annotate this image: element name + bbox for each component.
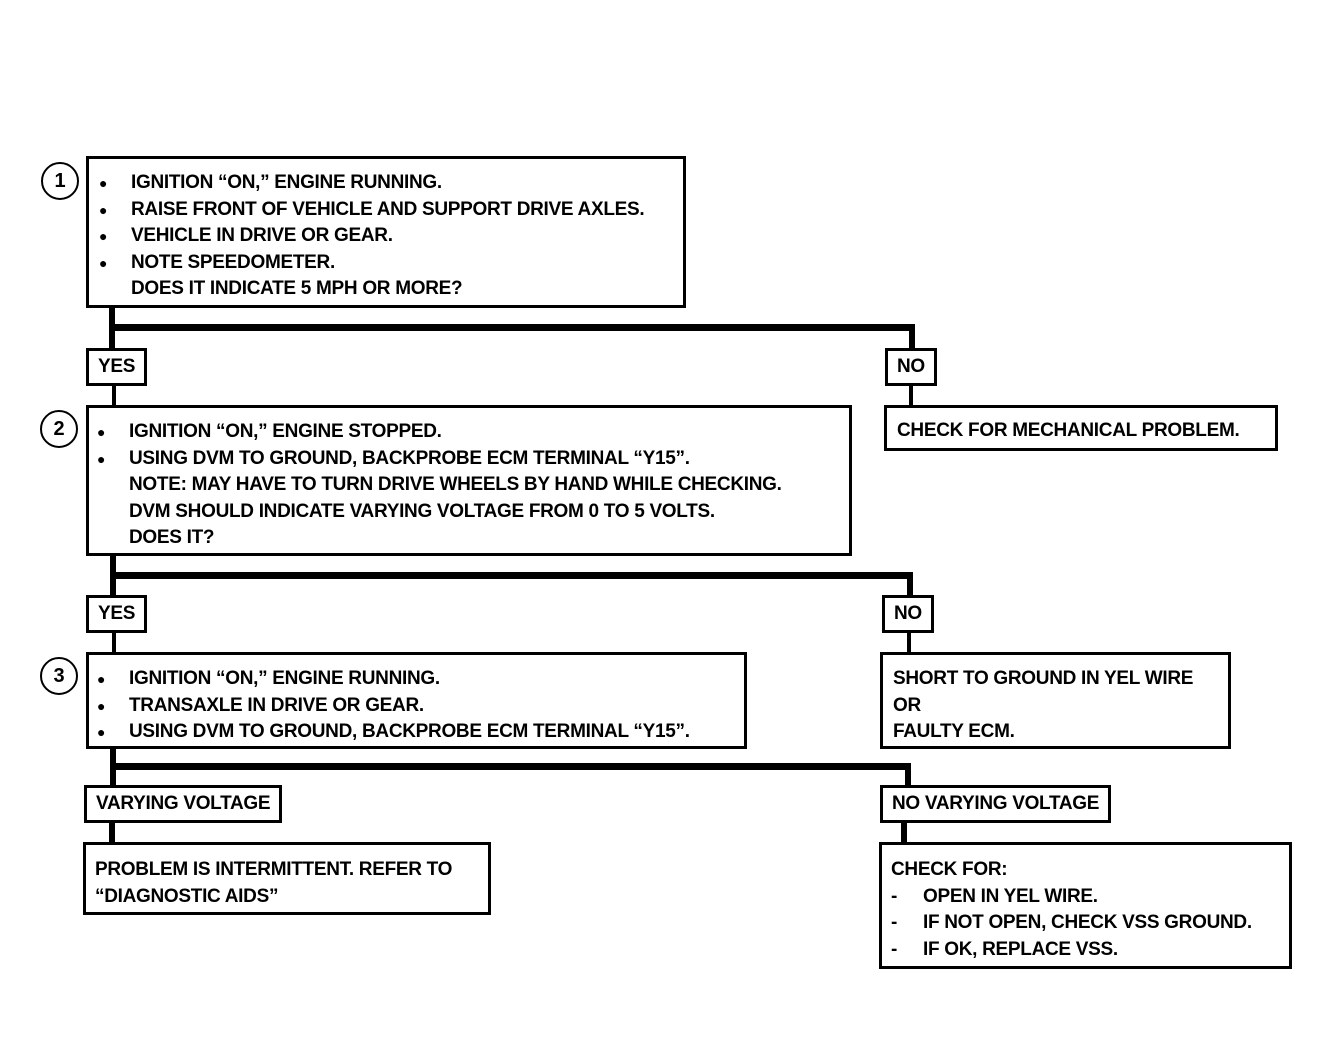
result-intermittent: PROBLEM IS INTERMITTENT. REFER TO “DIAGN… xyxy=(83,842,491,915)
connector-no2-result xyxy=(907,630,911,655)
connector-novarying-result xyxy=(901,822,907,844)
step-1-marker: 1 xyxy=(41,162,79,200)
result-short-line: OR xyxy=(893,694,921,716)
step-1-question: DOES IT INDICATE 5 MPH OR MORE? xyxy=(131,278,463,299)
branch-no-1: NO xyxy=(885,348,937,386)
bullet-icon: ● xyxy=(97,671,106,687)
step-1-item: IGNITION “ON,” ENGINE RUNNING. xyxy=(131,172,442,193)
step-2-box: ● IGNITION “ON,” ENGINE STOPPED. ● USING D… xyxy=(86,405,852,556)
branch-no-2: NO xyxy=(882,595,934,633)
step-2-note: NOTE: MAY HAVE TO TURN DRIVE WHEELS BY H… xyxy=(129,474,782,495)
step-1-item: VEHICLE IN DRIVE OR GEAR. xyxy=(131,225,393,246)
connector-split3-horizontal xyxy=(110,763,911,770)
step-1-item: RAISE FRONT OF VEHICLE AND SUPPORT DRIVE… xyxy=(131,198,645,220)
result-short-to-ground: SHORT TO GROUND IN YEL WIRE OR FAULTY EC… xyxy=(880,652,1231,749)
result-check-item: IF NOT OPEN, CHECK VSS GROUND. xyxy=(923,912,1252,933)
connector-no1-down xyxy=(909,324,915,352)
branch-varying-voltage: VARYING VOLTAGE xyxy=(84,785,283,823)
step-3-item: TRANSAXLE IN DRIVE OR GEAR. xyxy=(129,694,424,716)
dash-icon: - xyxy=(891,885,898,907)
bullet-icon: ● xyxy=(97,724,106,740)
step-1-item: NOTE SPEEDOMETER. xyxy=(131,251,335,273)
branch-yes-2: YES xyxy=(86,595,148,633)
bullet-icon: ● xyxy=(97,424,106,440)
bullet-icon: ● xyxy=(99,254,108,271)
result-check-item: IF OK, REPLACE VSS. xyxy=(923,938,1118,960)
step-3-box: ● IGNITION “ON,” ENGINE RUNNING. ● TRANSAX… xyxy=(86,652,747,749)
step-2-note: DVM SHOULD INDICATE VARYING VOLTAGE FROM… xyxy=(129,500,715,522)
branch-no-varying-voltage: NO VARYING VOLTAGE xyxy=(880,785,1112,823)
connector-varying-down xyxy=(109,822,115,844)
bullet-icon: ● xyxy=(99,175,108,191)
bullet-icon: ● xyxy=(99,201,108,218)
result-mechanical-problem: CHECK FOR MECHANICAL PROBLEM. xyxy=(884,405,1278,451)
step-3-item: IGNITION “ON,” ENGINE RUNNING. xyxy=(129,668,440,689)
step-2-marker: 2 xyxy=(40,410,78,448)
result-mechanical-text: CHECK FOR MECHANICAL PROBLEM. xyxy=(897,420,1240,441)
step-3-item: USING DVM TO GROUND, BACKPROBE ECM TERMI… xyxy=(129,721,690,742)
dash-icon: - xyxy=(891,912,898,933)
connector-split2-horizontal xyxy=(110,572,913,579)
result-check-for: CHECK FOR: - OPEN IN YEL WIRE. - IF NOT OP… xyxy=(879,842,1292,969)
step-1-box: ● IGNITION “ON,” ENGINE RUNNING. ● RAISE F… xyxy=(86,156,686,308)
step-3-marker: 3 xyxy=(40,657,78,695)
result-short-line: FAULTY ECM. xyxy=(893,721,1015,742)
connector-yes2-down xyxy=(112,630,116,655)
bullet-icon: ● xyxy=(97,450,106,467)
result-check-item: OPEN IN YEL WIRE. xyxy=(923,885,1098,907)
branch-yes-1: YES xyxy=(86,348,148,386)
bullet-icon: ● xyxy=(97,697,106,714)
bullet-icon: ● xyxy=(99,228,108,244)
step-2-item: USING DVM TO GROUND, BACKPROBE ECM TERMI… xyxy=(129,447,690,469)
step-2-question: DOES IT? xyxy=(129,527,215,548)
dash-icon: - xyxy=(891,938,898,960)
connector-novarying-down xyxy=(905,763,911,788)
connector-no2-down xyxy=(907,572,913,598)
result-check-title: CHECK FOR: xyxy=(891,859,1008,880)
result-intermittent-line: “DIAGNOSTIC AIDS” xyxy=(95,885,279,907)
result-short-line: SHORT TO GROUND IN YEL WIRE xyxy=(893,668,1194,689)
result-intermittent-line: PROBLEM IS INTERMITTENT. REFER TO xyxy=(95,859,453,880)
connector-no1-result xyxy=(909,382,913,407)
step-2-item: IGNITION “ON,” ENGINE STOPPED. xyxy=(129,421,442,442)
connector-split1-horizontal xyxy=(109,324,915,331)
connector-yes1-down xyxy=(112,382,116,407)
